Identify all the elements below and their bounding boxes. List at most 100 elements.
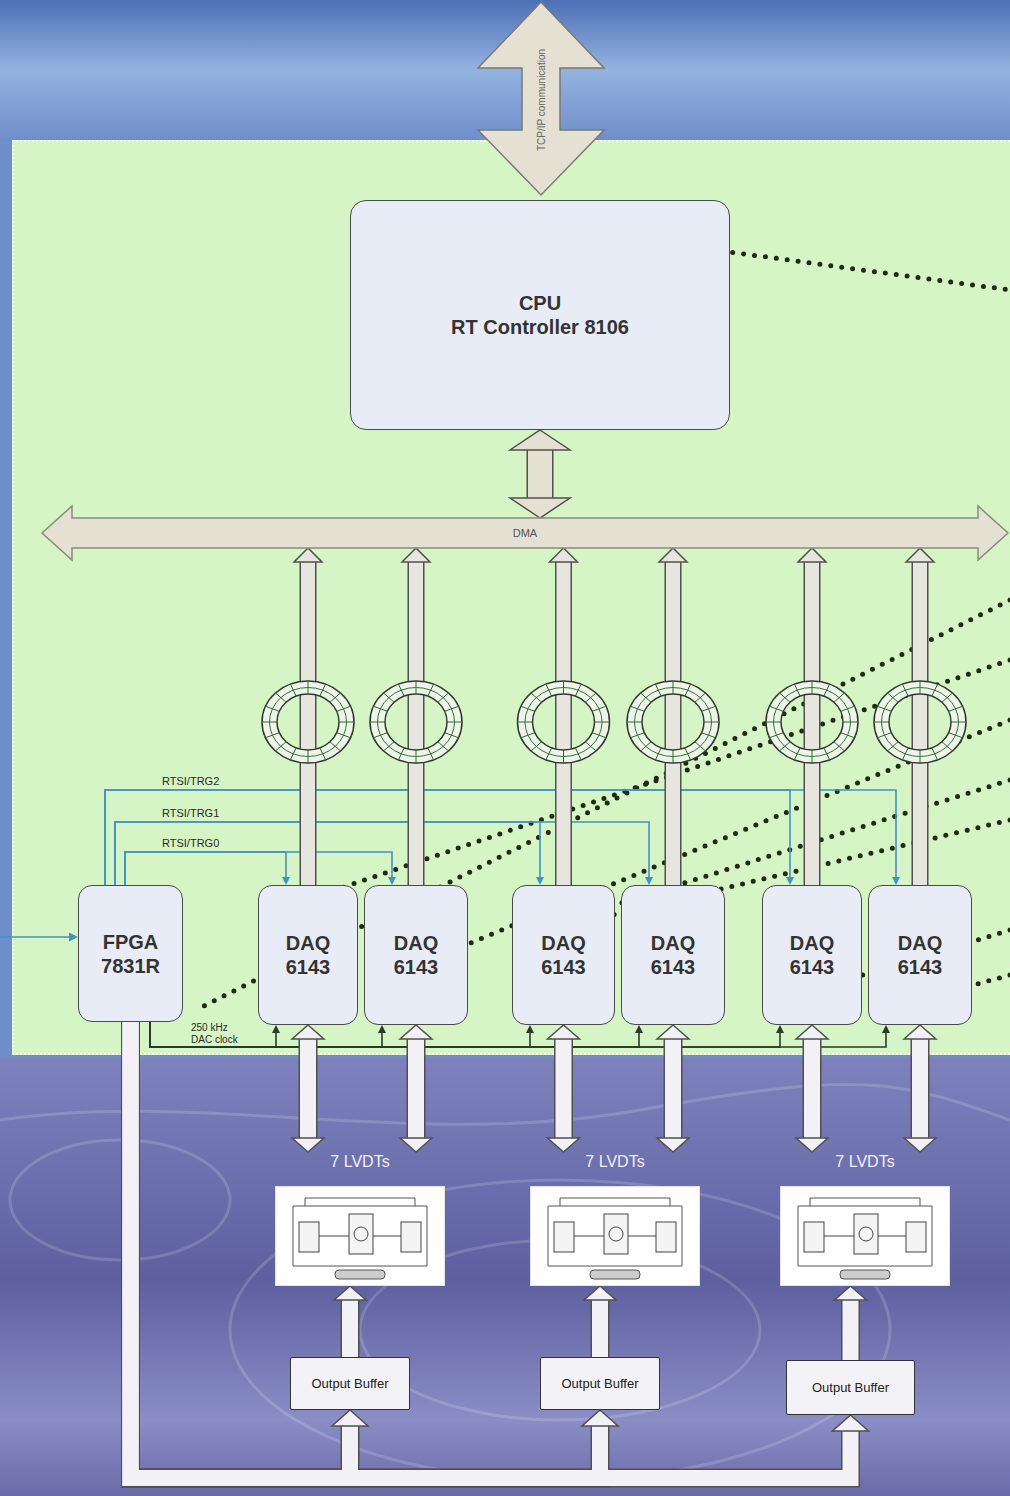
data-arrow — [912, 562, 929, 885]
arrowhead — [332, 1410, 368, 1426]
data-arrow — [803, 1039, 822, 1138]
leader-line — [262, 660, 1010, 915]
arrowhead — [796, 1025, 828, 1039]
data-arrow — [557, 562, 571, 885]
schematic-panel — [780, 1186, 950, 1286]
fpga-box-text: FPGA 7831R — [101, 930, 160, 978]
arrowhead — [292, 1138, 324, 1152]
coil-symbol — [656, 1222, 676, 1252]
data-arrow — [407, 1039, 426, 1138]
coil-symbol — [349, 1214, 373, 1254]
data-arrow — [804, 1039, 820, 1138]
arrowhead — [835, 1286, 867, 1300]
coil-symbol — [804, 1222, 824, 1252]
coil-symbol — [854, 1214, 878, 1254]
daq-box: DAQ 6143 — [258, 885, 358, 1025]
leader-line — [700, 248, 1010, 290]
daq-box: DAQ 6143 — [868, 885, 972, 1025]
arrowhead — [582, 1410, 618, 1426]
arrowhead — [292, 1025, 324, 1039]
arrowhead — [798, 548, 826, 562]
arrowhead — [548, 1138, 580, 1152]
lvdt-group: 7 LVDTs — [530, 1152, 700, 1286]
coil-symbol — [401, 1222, 421, 1252]
data-arrow — [843, 1300, 859, 1360]
background-picture — [0, 1085, 1010, 1480]
ring-buffer — [766, 681, 858, 763]
data-arrow — [841, 1300, 860, 1360]
arrowhead — [796, 1138, 828, 1152]
cpu-box-text: RT Controller 8106 — [451, 315, 629, 339]
input-arrowhead — [69, 933, 78, 942]
signal-wire — [150, 1022, 780, 1047]
arrowhead — [536, 877, 544, 885]
data-arrow — [300, 1039, 316, 1138]
arrowhead — [282, 877, 290, 885]
arrowhead — [833, 1415, 869, 1431]
buffer-box: Output Buffer — [786, 1360, 915, 1415]
arrowhead — [334, 1286, 366, 1300]
arrowhead — [882, 1025, 890, 1033]
lvdt-group-text: 7 LVDTs — [780, 1152, 950, 1172]
data-arrow — [342, 1300, 358, 1357]
protocol-label: TCP/IP communication — [536, 49, 547, 151]
coil-symbol — [906, 1222, 926, 1252]
data-arrow — [131, 1022, 851, 1478]
signal-wires — [105, 790, 900, 1047]
coil-wire — [319, 1236, 401, 1237]
buffer-box-text: Output Buffer — [812, 1380, 889, 1395]
ring-buffer — [874, 681, 966, 763]
daq-box: DAQ 6143 — [762, 885, 862, 1025]
schematic-panel — [530, 1186, 700, 1286]
data-arrow — [301, 562, 315, 885]
data-arrow — [666, 562, 680, 885]
background-curve — [0, 1085, 1010, 1125]
lvdt-group: 7 LVDTs — [780, 1152, 950, 1286]
core-symbol — [859, 1227, 873, 1241]
schematic-panel — [275, 1186, 445, 1286]
data-arrow — [408, 562, 425, 885]
daq-box: DAQ 6143 — [512, 885, 615, 1025]
load-wire — [810, 1198, 920, 1206]
ferrite-core — [335, 1270, 385, 1279]
data-arrow — [556, 1039, 572, 1138]
ring-buffer — [518, 681, 610, 763]
data-arrow — [528, 450, 552, 498]
arrowhead — [400, 1025, 432, 1039]
arrowhead — [510, 430, 570, 450]
lvdt-schematic — [275, 1186, 445, 1286]
data-arrow — [665, 562, 682, 885]
data-arrow — [913, 562, 927, 885]
arrowhead — [657, 1138, 689, 1152]
arrowhead — [904, 1025, 936, 1039]
ring-buffer — [627, 681, 719, 763]
background-wheel — [10, 1140, 230, 1260]
arrowhead — [294, 548, 322, 562]
buffer-box: Output Buffer — [540, 1357, 660, 1410]
signal-wire — [105, 790, 790, 885]
daq-box-text: DAQ 6143 — [790, 931, 835, 979]
tcp-arrow — [478, 2, 604, 195]
data-arrow — [299, 1039, 318, 1138]
arrowhead — [400, 1138, 432, 1152]
data-arrow — [804, 562, 821, 885]
ring-buffer — [262, 681, 354, 763]
daq-box-text: DAQ 6143 — [541, 931, 586, 979]
coil-symbol — [299, 1222, 319, 1252]
data-arrow — [341, 1300, 360, 1357]
signal-wire — [125, 852, 392, 885]
fat-arrow-outlines — [131, 450, 921, 1478]
arrowhead — [548, 1025, 580, 1039]
cpu-box-text: CPU — [519, 291, 561, 315]
daq-box-text: DAQ 6143 — [286, 931, 331, 979]
daq-box-text: DAQ 6143 — [898, 931, 943, 979]
arrowhead — [659, 548, 687, 562]
coil-wire — [824, 1236, 906, 1237]
daq-box: DAQ 6143 — [621, 885, 725, 1025]
dma-bus-text: DMA — [513, 527, 537, 539]
ferrite-core — [840, 1270, 890, 1279]
data-arrow — [591, 1300, 610, 1357]
arrowhead — [657, 1025, 689, 1039]
data-arrow — [592, 1300, 608, 1357]
